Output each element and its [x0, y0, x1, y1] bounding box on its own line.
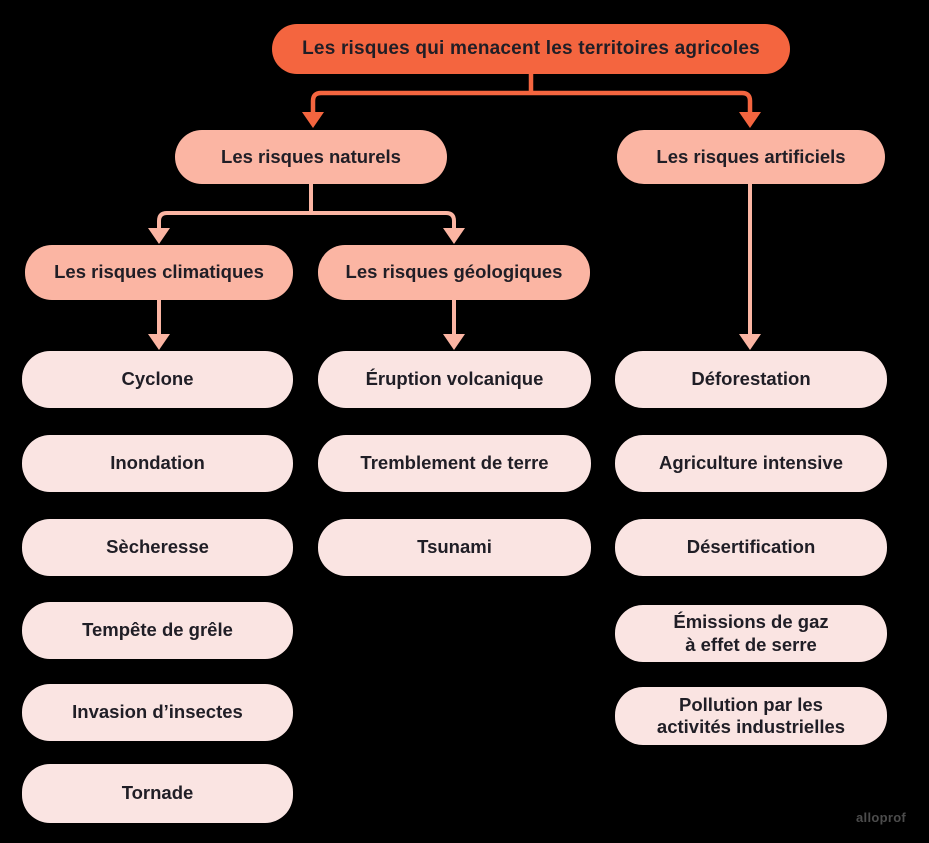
leaf-node-agriculture-intensive: Agriculture intensive — [615, 435, 887, 492]
leaf-node-desertification: Désertification — [615, 519, 887, 576]
leaf-node-emissions-gaz-effet-serre: Émissions de gaz à effet de serre — [615, 605, 887, 662]
leaf-node-tsunami: Tsunami — [318, 519, 591, 576]
root-node-risques-territoires-agricoles: Les risques qui menacent les territoires… — [272, 24, 790, 74]
branch-node-risques-naturels: Les risques naturels — [175, 130, 447, 184]
arrowhead-down-icon — [148, 228, 170, 244]
arrowhead-down-icon — [443, 334, 465, 350]
leaf-node-secheresse: Sècheresse — [22, 519, 293, 576]
connector-natural-split — [148, 184, 465, 244]
leaf-node-deforestation: Déforestation — [615, 351, 887, 408]
branch-node-risques-artificiels: Les risques artificiels — [617, 130, 885, 184]
connector-artificial — [739, 184, 761, 350]
leaf-node-tornade: Tornade — [22, 764, 293, 823]
leaf-node-tempete-de-grele: Tempête de grêle — [22, 602, 293, 659]
connector-climatic — [148, 300, 170, 350]
connector-root-split — [302, 74, 761, 128]
leaf-node-invasion-insectes: Invasion d’insectes — [22, 684, 293, 741]
arrowhead-down-icon — [302, 112, 324, 128]
alloprof-logo: alloprof — [856, 810, 907, 825]
connector-geological — [443, 300, 465, 350]
leaf-node-inondation: Inondation — [22, 435, 293, 492]
leaf-node-pollution-activites-industrielles: Pollution par les activités industrielle… — [615, 687, 887, 745]
branch-node-risques-geologiques: Les risques géologiques — [318, 245, 590, 300]
arrowhead-down-icon — [443, 228, 465, 244]
leaf-node-tremblement-de-terre: Tremblement de terre — [318, 435, 591, 492]
arrowhead-down-icon — [739, 334, 761, 350]
leaf-node-cyclone: Cyclone — [22, 351, 293, 408]
arrowhead-down-icon — [148, 334, 170, 350]
leaf-node-eruption-volcanique: Éruption volcanique — [318, 351, 591, 408]
branch-node-risques-climatiques: Les risques climatiques — [25, 245, 293, 300]
arrowhead-down-icon — [739, 112, 761, 128]
